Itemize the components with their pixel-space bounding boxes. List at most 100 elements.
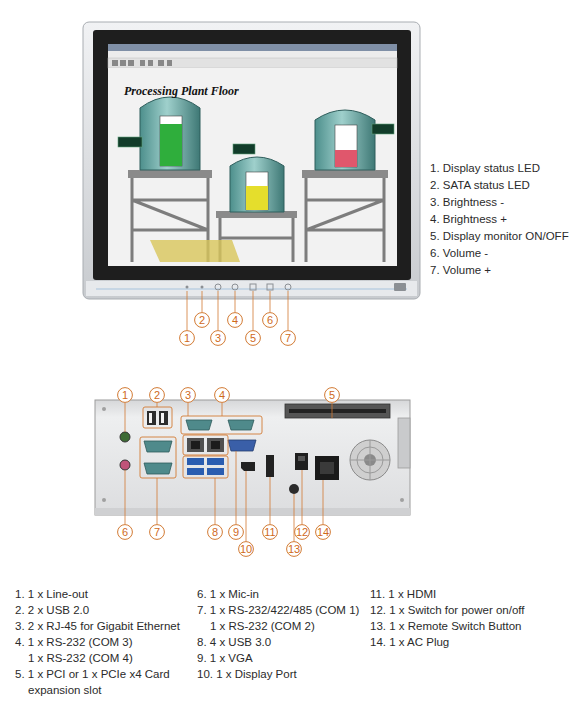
callout-number: 1	[117, 387, 133, 403]
ac-plug-socket	[320, 462, 334, 474]
callout-number: 14	[315, 524, 331, 540]
tank-scaffolds	[132, 175, 384, 262]
fan	[350, 440, 390, 480]
callout-outline	[118, 525, 133, 540]
front-list-item: 4. Brightness +	[430, 211, 578, 227]
callout-text: 6	[117, 524, 133, 540]
rear-list-item: 8. 4 x USB 3.0	[197, 634, 365, 650]
power-switch	[295, 453, 308, 470]
com3-com4-ports	[186, 420, 254, 430]
callout-text: 2	[194, 312, 210, 328]
callout-text: 12	[294, 524, 310, 540]
callout-number: 5	[324, 387, 340, 403]
displayport-port	[241, 462, 255, 471]
tank-middle	[230, 144, 284, 212]
screws	[102, 407, 404, 502]
callout-outline	[295, 525, 310, 540]
rear-list-item: 2. 2 x USB 2.0	[15, 602, 193, 618]
callout-number: 7	[149, 524, 165, 540]
callout-text: 7	[280, 330, 296, 346]
screen-frame	[93, 30, 411, 280]
callout-text: 4	[227, 312, 243, 328]
callout-outline	[215, 388, 230, 403]
callout-outline	[229, 525, 244, 540]
callout-number: 11	[262, 524, 278, 540]
callout-text: 8	[207, 524, 223, 540]
screen-heading: Processing Plant Floor	[124, 84, 274, 98]
callout-outline	[208, 525, 223, 540]
rj45-ports	[187, 438, 224, 452]
rear-list-item: 5. 1 x PCI or 1 x PCIe x4 Card expansion…	[15, 666, 193, 698]
screen	[108, 44, 397, 266]
window-titlebar	[108, 44, 397, 51]
hdmi-port	[266, 455, 274, 477]
ac-plug	[315, 456, 339, 480]
rear-list-item: 7. 1 x RS-232/422/485 (COM 1) 1 x RS-232…	[197, 602, 365, 634]
callout-outline	[287, 542, 302, 557]
callout-outline	[118, 388, 133, 403]
callout-text: 6	[262, 312, 278, 328]
rear-list-item: 4. 1 x RS-232 (COM 3) 1 x RS-232 (COM 4)	[15, 634, 139, 666]
rear-list-item: 12. 1 x Switch for power on/off	[370, 602, 575, 618]
rear-panel-foot	[95, 508, 410, 515]
window-content	[108, 68, 397, 266]
front-bezel	[83, 22, 420, 299]
callout-number: 3	[180, 387, 196, 403]
side-bracket	[398, 418, 410, 468]
front-list-item: 1. Display status LED	[430, 160, 578, 176]
callout-text: 10	[238, 541, 254, 557]
bezel-line	[96, 289, 407, 290]
callout-number: 2	[149, 387, 165, 403]
tank-right	[315, 110, 394, 170]
remote-switch-button	[289, 484, 299, 494]
front-buttons	[186, 283, 407, 291]
rear-panel	[95, 400, 410, 515]
callout-number: 6	[117, 524, 133, 540]
toolbar-icons	[112, 60, 172, 66]
callout-outline	[195, 313, 210, 328]
callout-outline	[150, 525, 165, 540]
callout-outline	[316, 525, 331, 540]
rear-list-item: 6. 1 x Mic-in	[197, 586, 365, 602]
window-menubar	[108, 51, 397, 58]
front-leader-lines	[187, 291, 288, 330]
rear-list-item: 10. 1 x Display Port	[197, 666, 365, 682]
callout-number: 2	[194, 312, 210, 328]
line-out-jack	[120, 432, 130, 442]
com1-com2-ports	[144, 441, 172, 474]
front-view	[83, 22, 420, 330]
callout-text: 4	[214, 387, 230, 403]
bezel-strip	[86, 281, 417, 296]
callout-number: 5	[245, 330, 261, 346]
rear-list-item: 3. 2 x RJ-45 for Gigabit Ethernet	[15, 618, 197, 634]
callout-outline	[263, 313, 278, 328]
callout-number: 10	[238, 541, 254, 557]
window-toolbar	[108, 58, 397, 68]
callout-number: 7	[280, 330, 296, 346]
callout-number: 1	[179, 330, 195, 346]
callout-outline	[180, 331, 195, 346]
rear-list-item: 9. 1 x VGA	[197, 650, 365, 666]
callout-text: 11	[262, 524, 278, 540]
stair-platform	[150, 240, 240, 262]
rear-list-item: 1. 1 x Line-out	[15, 586, 193, 602]
callout-text: 3	[180, 387, 196, 403]
callout-number: 13	[286, 541, 302, 557]
port-group-brackets	[140, 407, 262, 478]
rear-list-item: 13. 1 x Remote Switch Button	[370, 618, 575, 634]
front-list-item: 2. SATA status LED	[430, 177, 578, 193]
rear-list-item: 11. 1 x HDMI	[370, 586, 575, 602]
callout-number: 8	[207, 524, 223, 540]
usb3-ports	[187, 458, 224, 475]
callout-text: 5	[324, 387, 340, 403]
callout-text: 1	[117, 387, 133, 403]
rear-leader-lines	[125, 403, 332, 541]
callout-text: 1	[179, 330, 195, 346]
callout-outline	[239, 542, 254, 557]
front-list-item: 6. Volume -	[430, 245, 578, 261]
callout-outline	[211, 331, 226, 346]
platform	[128, 170, 212, 178]
platform	[302, 170, 388, 178]
vga-port	[228, 440, 256, 451]
